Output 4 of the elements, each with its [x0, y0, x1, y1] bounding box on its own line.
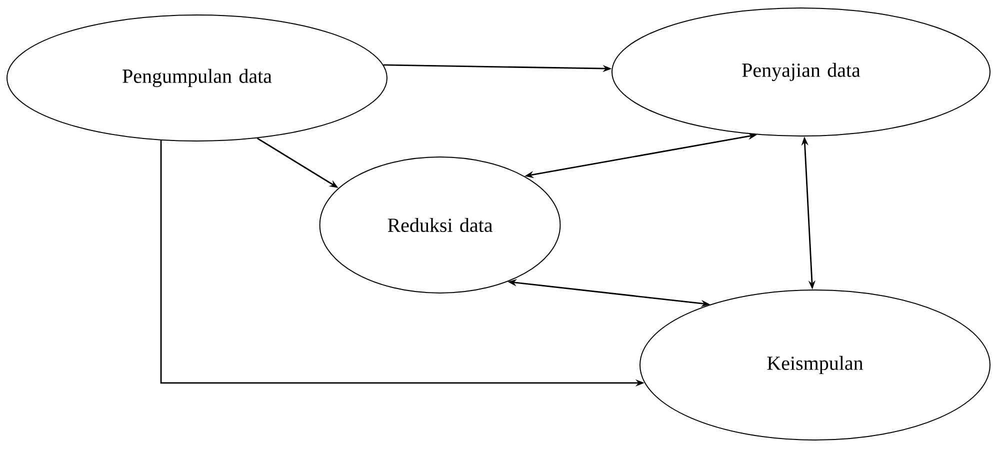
- ellipse-node: Pengumpulan data: [6, 14, 388, 142]
- ellipse-node: Reduksi data: [319, 156, 561, 294]
- ellipse-node: Penyajian data: [612, 8, 990, 136]
- ellipse-node: Keismpulan: [640, 290, 990, 440]
